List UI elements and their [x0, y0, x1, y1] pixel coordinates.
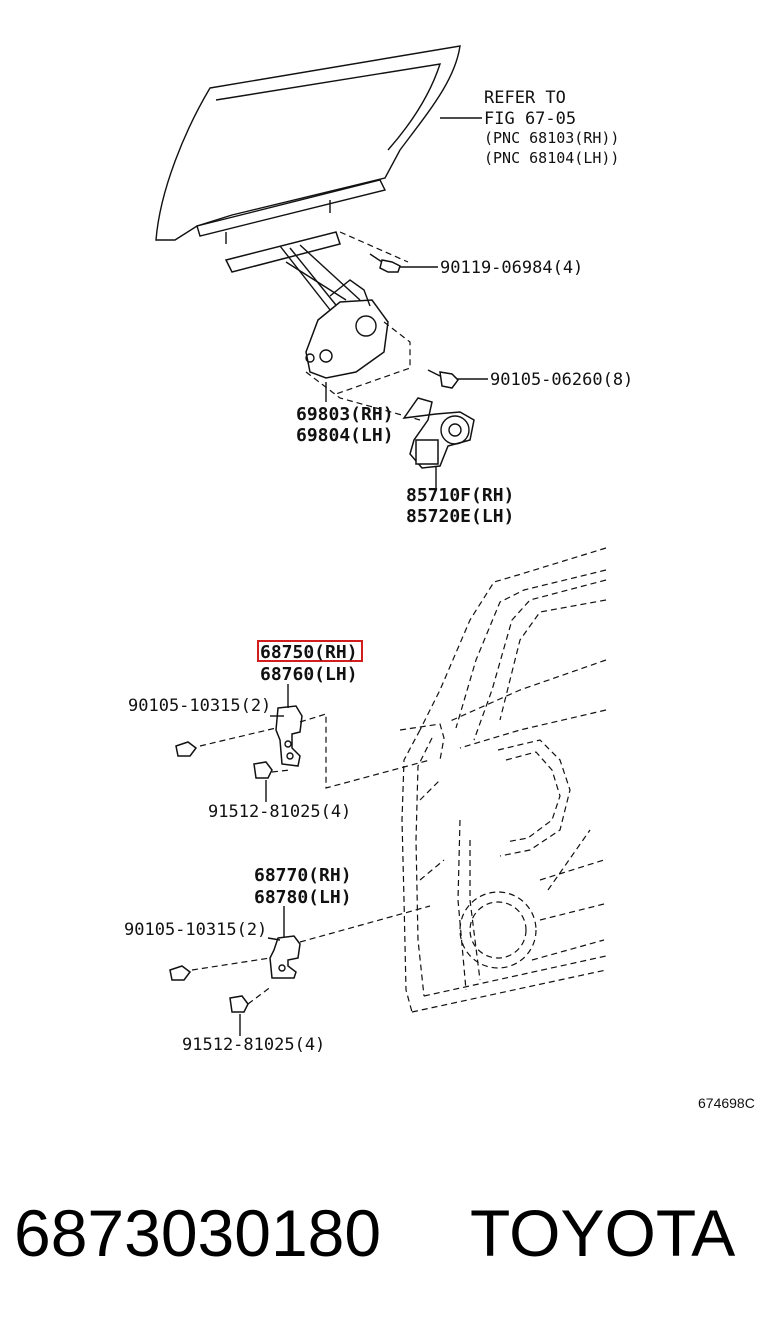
figure-code: 674698C	[698, 1095, 755, 1111]
lower-bolt-label[interactable]: 90105-10315(2)	[124, 920, 267, 940]
motor-rh-label[interactable]: 85710F(RH)	[406, 485, 514, 506]
lower-hinge-rh-label[interactable]: 68770(RH)	[254, 865, 352, 886]
bolt-top-label[interactable]: 90119-06984(4)	[440, 258, 583, 278]
bolt-icon	[427, 369, 459, 389]
window-regulator	[224, 231, 421, 421]
refer-text-4: (PNC 68104(LH))	[484, 149, 619, 167]
bolt-mid-label[interactable]: 90105-06260(8)	[490, 370, 633, 390]
upper-hinge-lh-label[interactable]: 68760(LH)	[260, 664, 358, 685]
screw-icon	[229, 985, 273, 1013]
refer-text-1: REFER TO	[484, 88, 566, 108]
regulator-lh-label[interactable]: 69804(LH)	[296, 425, 394, 446]
lower-hinge-lh-label[interactable]: 68780(LH)	[254, 887, 352, 908]
bolt-icon	[169, 965, 192, 981]
window-glass	[155, 45, 461, 244]
brand-name: TOYOTA	[470, 1196, 735, 1270]
regulator-rh-label[interactable]: 69803(RH)	[296, 404, 394, 425]
refer-text-2: FIG 67-05	[484, 109, 576, 129]
bolt-icon	[175, 741, 198, 757]
motor-lh-label[interactable]: 85720E(LH)	[406, 506, 514, 527]
part-number: 6873030180	[14, 1196, 381, 1270]
lower-hinge	[269, 906, 301, 979]
upper-bolt-label[interactable]: 90105-10315(2)	[128, 696, 271, 716]
bolt-icon	[369, 253, 401, 273]
window-motor	[402, 397, 475, 488]
upper-hinge-rh-label[interactable]: 68750(RH)	[260, 642, 358, 663]
lower-screw-label[interactable]: 91512-81025(4)	[182, 1035, 325, 1055]
upper-screw-label[interactable]: 91512-81025(4)	[208, 802, 351, 822]
screw-icon	[253, 761, 291, 779]
highlight-box	[257, 640, 363, 662]
refer-text-3: (PNC 68103(RH))	[484, 129, 619, 147]
upper-hinge	[275, 684, 303, 767]
door-outline	[399, 547, 607, 1013]
